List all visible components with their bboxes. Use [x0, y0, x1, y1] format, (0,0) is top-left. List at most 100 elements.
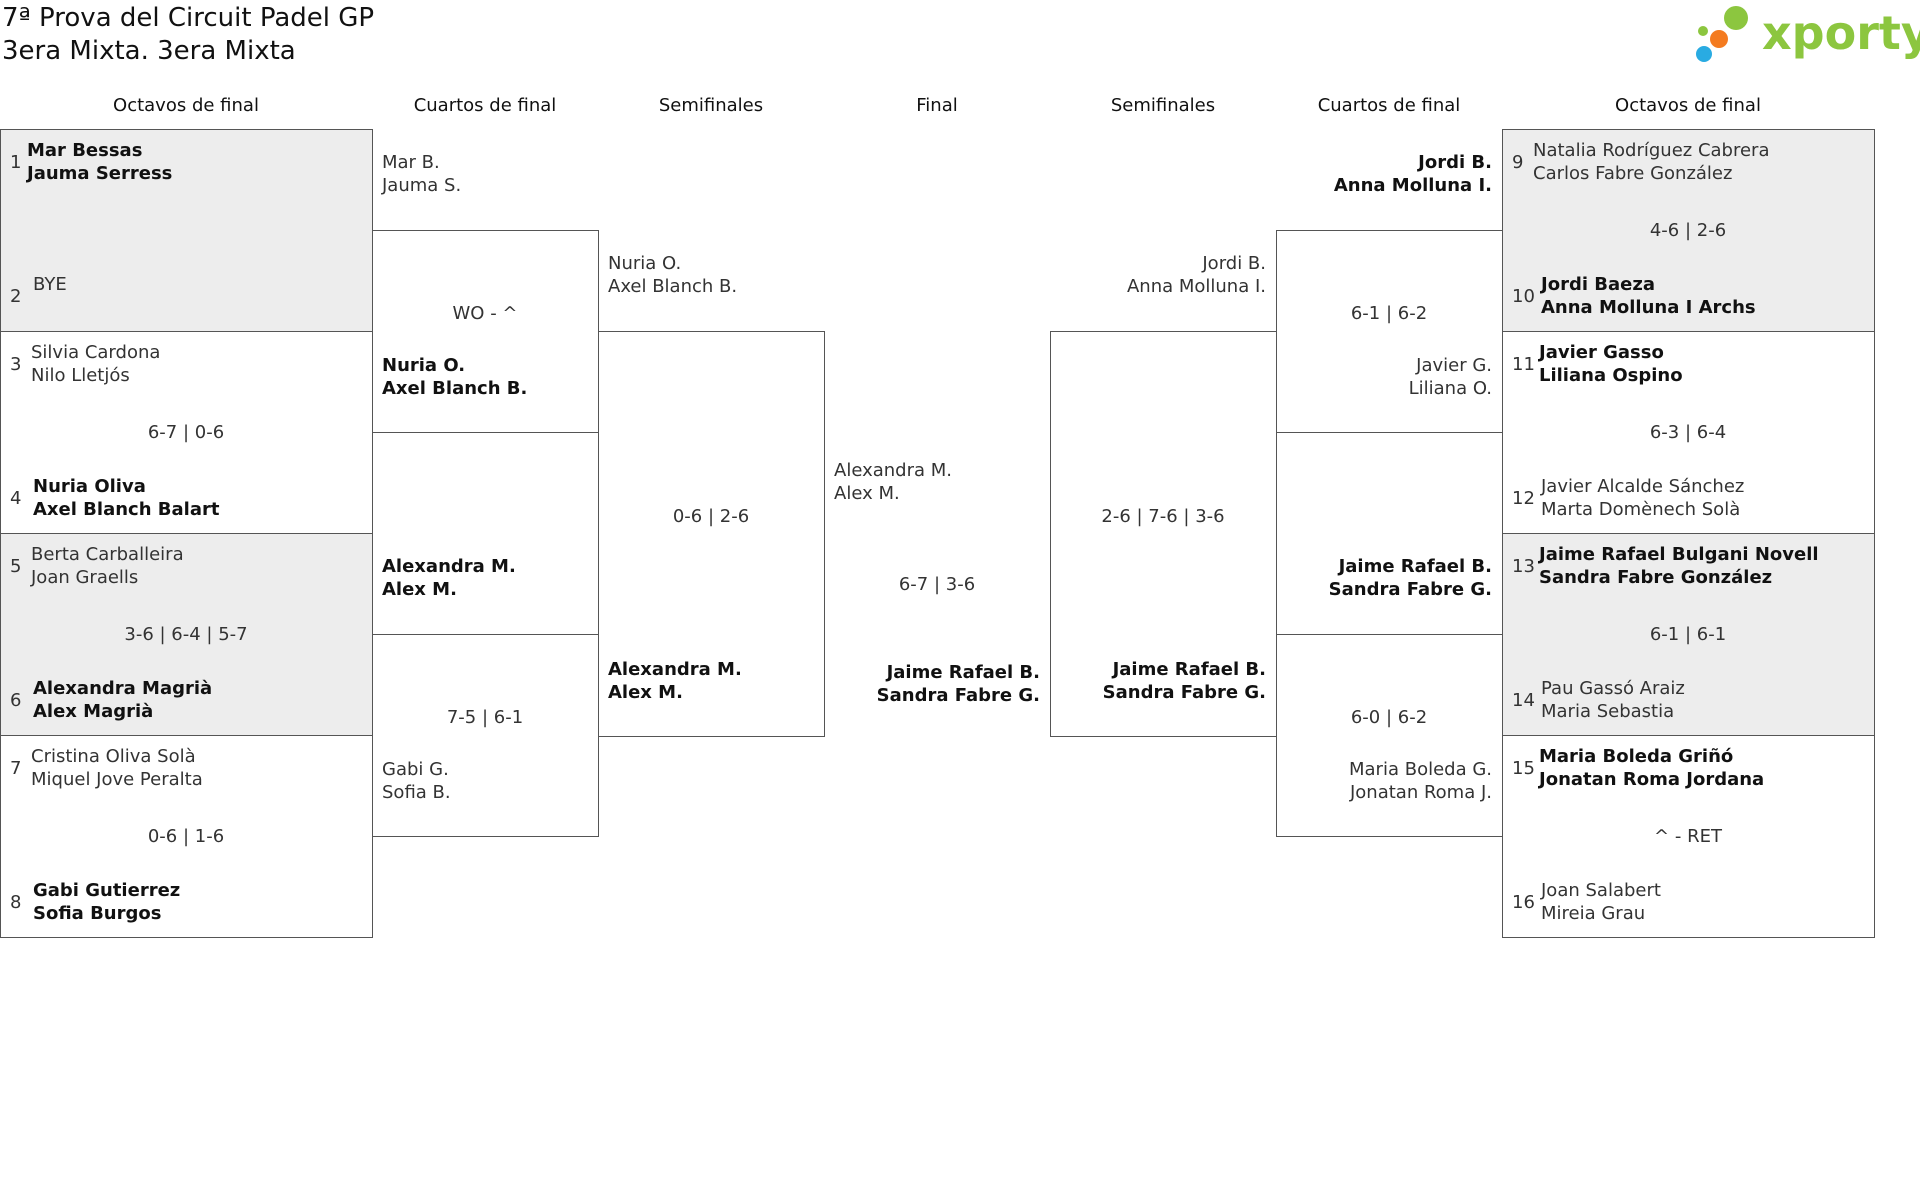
round-label-right-r16: Octavos de final: [1615, 95, 1761, 116]
player-name: Joan Salabert: [1541, 880, 1661, 901]
team-b: Maria Boleda G.Jonatan Roma J.: [1276, 758, 1492, 804]
player-name: Mireia Grau: [1541, 903, 1646, 924]
logo-dot-green: [1724, 6, 1748, 30]
final-team-a: Alexandra M.Alex M.: [834, 459, 952, 505]
player-name: Alexandra Magrià: [33, 678, 213, 699]
match-connector-box: [372, 230, 599, 433]
player-name: Javier G.: [1416, 355, 1492, 376]
team-a: Jaime Rafael B.Sandra Fabre G.: [1276, 555, 1492, 601]
player-name: Jaime Rafael B.: [886, 662, 1040, 683]
seed-number: 2: [10, 286, 22, 307]
team-b: Alexandra M.Alex M.: [608, 658, 742, 704]
seed-number: 3: [10, 354, 22, 375]
player-name: Sofia Burgos: [33, 903, 162, 924]
xporty-logo: xporty: [1694, 2, 1920, 70]
player-name: Nilo Lletjós: [31, 365, 130, 386]
match-connector-box: [1276, 634, 1503, 837]
seed-number: 16: [1512, 892, 1535, 913]
logo-wordmark: xporty: [1762, 6, 1920, 60]
seed-number: 15: [1512, 758, 1535, 779]
r16-match-box: [0, 533, 373, 736]
match-score: 6-0 | 6-2: [1350, 707, 1428, 728]
logo-dot-orange: [1710, 30, 1728, 48]
seed-number: 14: [1512, 690, 1535, 711]
round-label-left-sf: Semifinales: [658, 95, 764, 116]
player-name: Javier Alcalde Sánchez: [1541, 476, 1745, 497]
logo-dot-small-green: [1698, 26, 1708, 36]
match-score: 6-3 | 6-4: [1649, 422, 1727, 443]
seed-number: 8: [10, 892, 22, 913]
seed-number: 9: [1512, 152, 1524, 173]
player-name: Nuria Oliva: [33, 476, 146, 497]
team-a: Jordi B.Anna Molluna I.: [1050, 252, 1266, 298]
player-name: Alex Magrià: [33, 701, 154, 722]
match-score: 0-6 | 2-6: [672, 505, 750, 527]
player-name: Silvia Cardona: [31, 342, 161, 363]
player-name: Jordi B.: [1202, 253, 1266, 274]
match-score: 6-1 | 6-1: [1649, 624, 1727, 645]
player-name: Liliana O.: [1408, 378, 1492, 399]
seed-number: 6: [10, 690, 22, 711]
player-name: Marta Domènech Solà: [1541, 499, 1741, 520]
player-name: Carlos Fabre González: [1533, 163, 1733, 184]
player-name: Miquel Jove Peralta: [31, 769, 203, 790]
player-name: Jonatan Roma Jordana: [1539, 769, 1765, 790]
player-name: Javier Gasso: [1539, 342, 1664, 363]
team-a: Alexandra M.Alex M.: [382, 555, 516, 601]
team-a: Mar B.Jauma S.: [382, 151, 461, 197]
match-score: 2-6 | 7-6 | 3-6: [1101, 505, 1225, 527]
match-connector-box: [1276, 230, 1503, 433]
round-label-left-qf: Cuartos de final: [413, 95, 557, 116]
logo-dot-blue: [1696, 46, 1712, 62]
player-name: Pau Gassó Araiz: [1541, 678, 1685, 699]
r16-match-box: [1502, 533, 1875, 736]
player-name: Sofia B.: [382, 782, 451, 803]
player-name: Alex M.: [382, 579, 457, 600]
team-b: Javier G.Liliana O.: [1276, 354, 1492, 400]
player-name: BYE: [33, 274, 67, 295]
player-name: Axel Blanch Balart: [33, 499, 220, 520]
player-name: Alexandra M.: [834, 460, 952, 481]
match-score: 0-6 | 1-6: [147, 826, 225, 847]
player-name: Maria Sebastia: [1541, 701, 1675, 722]
match-score: 4-6 | 2-6: [1649, 220, 1727, 241]
seed-number: 13: [1512, 556, 1535, 577]
final-team-b: Jaime Rafael B.Sandra Fabre G.: [824, 661, 1040, 707]
team-b: Nuria O.Axel Blanch B.: [382, 354, 527, 400]
player-name: Jonatan Roma J.: [1349, 782, 1492, 803]
player-name: Jaime Rafael B.: [1112, 659, 1266, 680]
player-name: Jauma Serress: [27, 163, 173, 184]
player-name: Alexandra M.: [382, 556, 516, 577]
player-name: Alex M.: [834, 483, 900, 504]
team-b: Jaime Rafael B.Sandra Fabre G.: [1050, 658, 1266, 704]
player-name: Gabi Gutierrez: [33, 880, 181, 901]
match-connector-box: [372, 634, 599, 837]
seed-number: 10: [1512, 286, 1535, 307]
player-name: Nuria O.: [382, 355, 466, 376]
player-name: Cristina Oliva Solà: [31, 746, 196, 767]
player-name: Alex M.: [608, 682, 683, 703]
match-connector-box: [1050, 331, 1277, 737]
player-name: Sandra Fabre G.: [1328, 579, 1492, 600]
player-name: Axel Blanch B.: [382, 378, 528, 399]
match-score: ^ - RET: [1654, 826, 1722, 847]
player-name: Alexandra M.: [608, 659, 742, 680]
seed-number: 5: [10, 556, 22, 577]
player-name: Natalia Rodríguez Cabrera: [1533, 140, 1770, 161]
seed-number: 12: [1512, 488, 1535, 509]
match-score: 6-1 | 6-2: [1350, 303, 1428, 324]
player-name: Sandra Fabre González: [1539, 567, 1773, 588]
player-name: Gabi G.: [382, 759, 449, 780]
round-label-final: Final: [916, 95, 958, 116]
match-score: 3-6 | 6-4 | 5-7: [124, 624, 248, 645]
player-name: Mar Bessas: [27, 140, 143, 161]
